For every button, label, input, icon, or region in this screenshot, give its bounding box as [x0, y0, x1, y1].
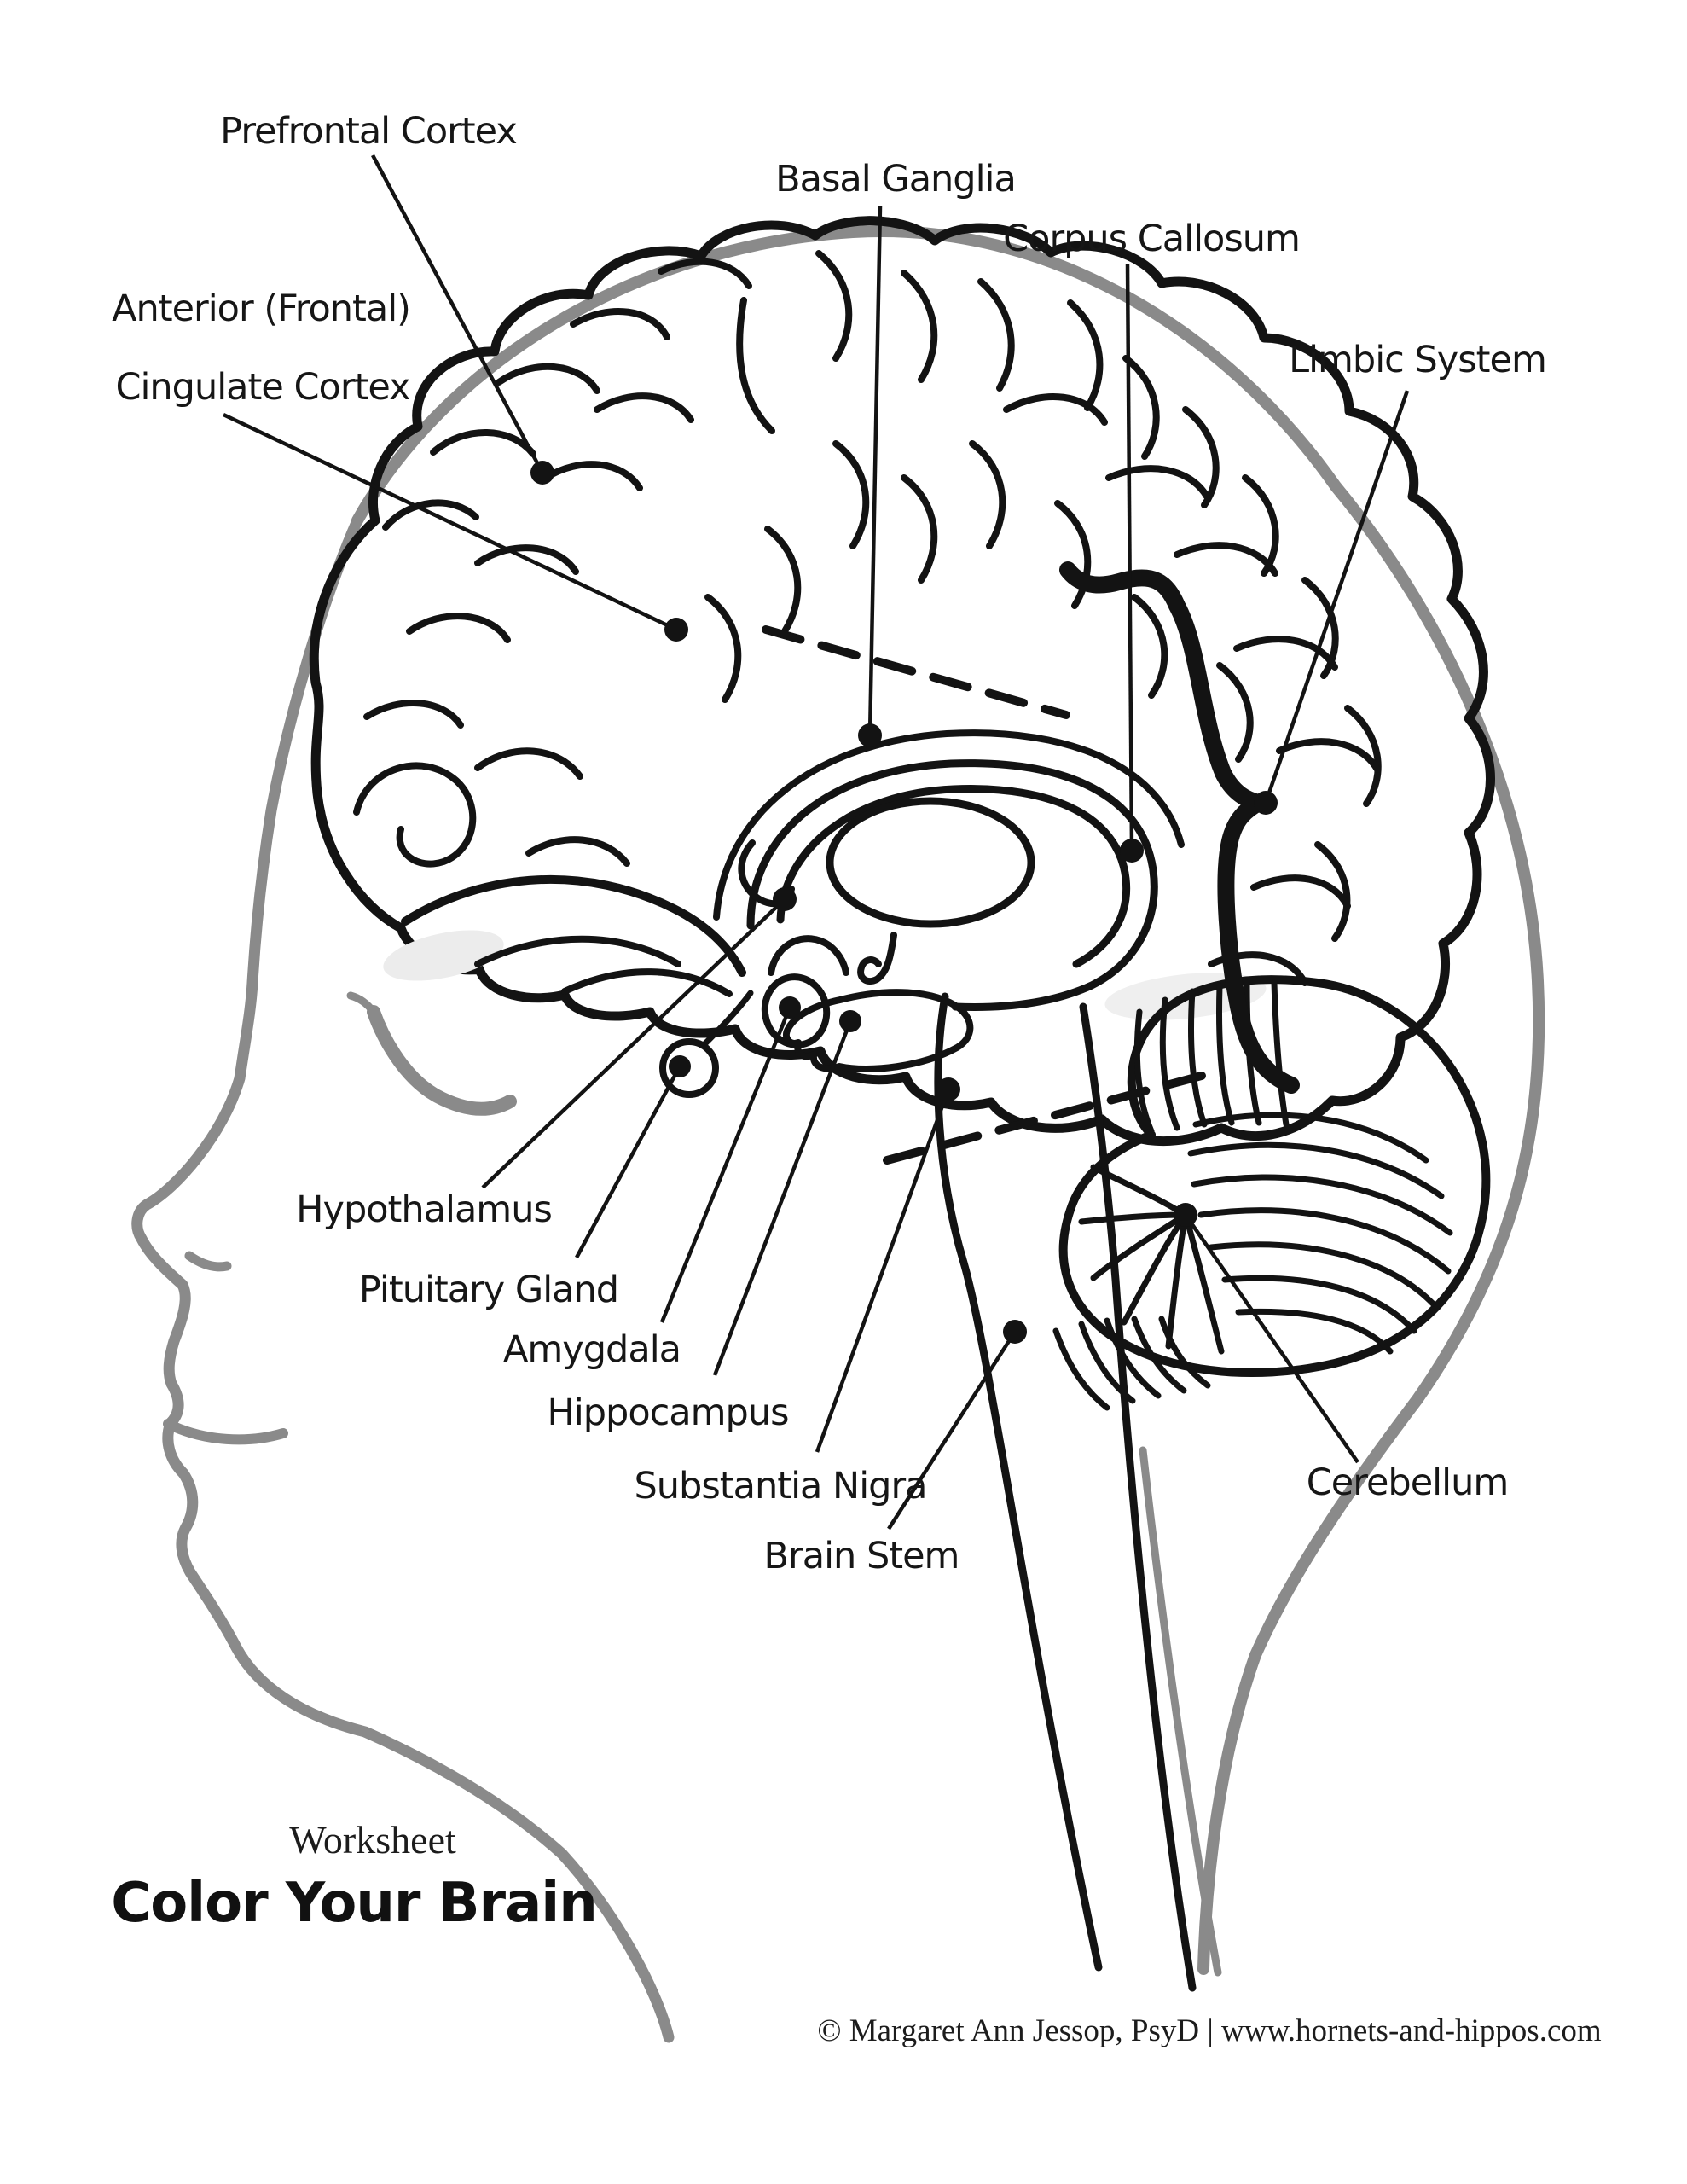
- credit-line: © Margaret Ann Jessop, PsyD | www.hornet…: [817, 2013, 1602, 2048]
- page-title: Color Your Brain: [111, 1872, 597, 1935]
- leader-lines: [223, 154, 1410, 1531]
- brain-drawing: [309, 216, 1495, 1992]
- brainstem-front-line: [934, 992, 1103, 1972]
- corpus-callosum-inner: [776, 785, 1131, 968]
- pituitary-dot: [669, 1055, 691, 1077]
- eyelash: [346, 991, 378, 1016]
- leader-basal-ganglia: [867, 206, 883, 736]
- corpus-callosum-outer: [746, 759, 1158, 1011]
- cortex-sulci: [353, 250, 1382, 997]
- head-outline-back: [351, 225, 1545, 1975]
- label-cingulate-cortex: Cingulate Cortex: [115, 366, 410, 409]
- nostril: [184, 1251, 232, 1272]
- leader-hypothalamus: [481, 897, 786, 1189]
- leader-brain-stem: [887, 1330, 1017, 1531]
- label-cerebellum: Cerebellum: [1307, 1461, 1508, 1504]
- substantia-nigra-dot: [936, 1077, 960, 1101]
- leader-corpus-callosum: [1125, 264, 1134, 851]
- cerebellum-radial-stripes: [1078, 1164, 1225, 1355]
- limbic-brace: [1059, 561, 1300, 1094]
- limbic-dot: [1254, 791, 1278, 815]
- labels: Prefrontal Cortex Anterior (Frontal) Cin…: [112, 110, 1547, 1577]
- brain-stem-dot: [1003, 1320, 1027, 1344]
- face-profile: [131, 514, 675, 2043]
- hypothalamus-dot: [773, 887, 797, 911]
- leader-amygdala: [659, 1007, 792, 1323]
- leader-cerebellum: [1184, 1213, 1359, 1464]
- cerebrum-outline: [309, 216, 1495, 1147]
- medial-structures: [659, 561, 1300, 1165]
- hypothalamus-arch: [768, 935, 849, 976]
- leader-hippocampus: [712, 1020, 853, 1376]
- label-amygdala: Amygdala: [503, 1328, 681, 1371]
- label-pituitary-gland: Pituitary Gland: [359, 1269, 618, 1311]
- label-anterior-frontal: Anterior (Frontal): [112, 288, 410, 330]
- leader-prefrontal: [371, 154, 544, 474]
- amygdala-dot: [779, 996, 801, 1019]
- cerebellum-tonsil-stripes: [1052, 1316, 1211, 1411]
- brainstem-back-line: [1079, 1002, 1197, 1992]
- spinal-cord-shadow: [1139, 1446, 1222, 1977]
- thalamus-oval: [826, 797, 1035, 928]
- corpus-callosum-dot: [1120, 839, 1144, 863]
- label-basal-ganglia: Basal Ganglia: [775, 158, 1016, 200]
- label-limbic-system: Limbic System: [1289, 339, 1546, 381]
- head-profile: [131, 225, 1545, 2043]
- label-corpus-callosum: Corpus Callosum: [1003, 218, 1300, 260]
- leader-cingulate: [223, 412, 677, 632]
- leader-substantia-nigra: [815, 1089, 951, 1453]
- cingulate-gyrus-arc: [713, 729, 1185, 921]
- cerebellum-structure: [1052, 975, 1491, 1411]
- brain-stem-structure: [934, 992, 1222, 1992]
- footer: Worksheet Color Your Brain © Margaret An…: [111, 1818, 1602, 2048]
- shading-temporal-pole: [383, 930, 504, 981]
- cerebellum-dot: [1174, 1203, 1197, 1227]
- dashed-line-upper: [762, 625, 1070, 719]
- label-hypothalamus: Hypothalamus: [296, 1188, 552, 1231]
- leader-pituitary: [575, 1065, 681, 1259]
- label-brain-stem: Brain Stem: [764, 1535, 959, 1577]
- cerebellum-contour-stripes: [1187, 1112, 1453, 1355]
- hippocampus-foot: [782, 989, 974, 1073]
- fornix-hook: [857, 932, 897, 985]
- cingulate-dot: [664, 618, 688, 642]
- label-hippocampus: Hippocampus: [547, 1391, 788, 1434]
- leader-limbic: [1263, 390, 1410, 804]
- mouth-line: [163, 1419, 288, 1445]
- prefrontal-dot: [530, 461, 554, 485]
- dashed-line-midbrain: [883, 1069, 1215, 1165]
- eye-closed: [367, 1005, 517, 1116]
- basal-ganglia-dot: [858, 723, 882, 747]
- pituitary-stalk: [699, 990, 754, 1049]
- pituitary-shape: [659, 1038, 719, 1098]
- label-prefrontal-cortex: Prefrontal Cortex: [220, 110, 517, 153]
- label-substantia-nigra: Substantia Nigra: [635, 1465, 927, 1507]
- worksheet-kicker: Worksheet: [289, 1818, 456, 1862]
- hippocampus-dot: [839, 1010, 861, 1032]
